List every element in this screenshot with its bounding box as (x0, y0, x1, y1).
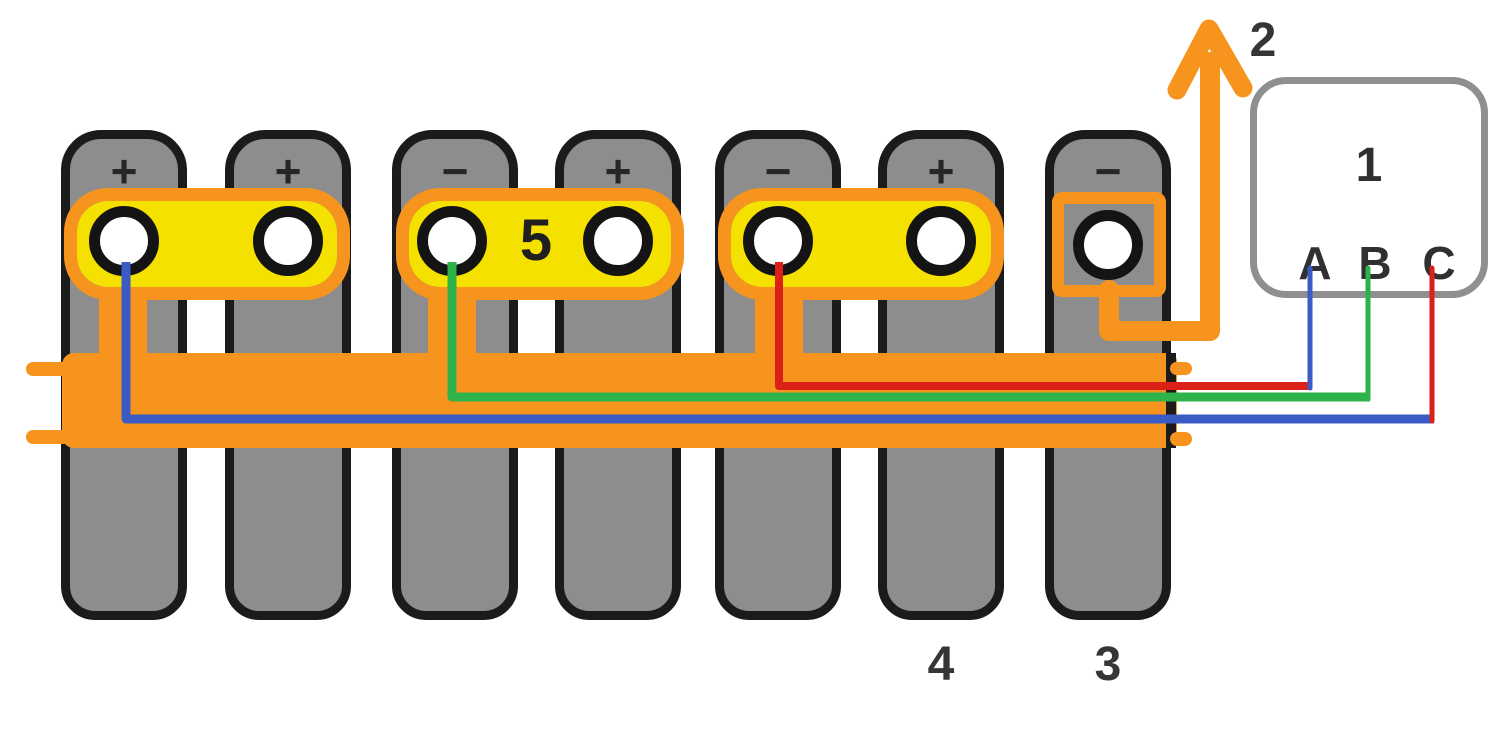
terminal-block-number: 1 (1355, 139, 1383, 192)
terminal-hole-cell1 (89, 206, 159, 276)
terminal-hole-cell3 (417, 206, 487, 276)
cell2-polarity-label: + (274, 145, 302, 197)
busbar-number-label: 5 (519, 208, 553, 273)
cell5-polarity-label: − (764, 145, 792, 197)
cell6-polarity-label: + (927, 145, 955, 197)
terminal-hole-cell6 (906, 206, 976, 276)
terminal-pin-c: C (1422, 237, 1456, 289)
terminal-pin-b: B (1358, 237, 1392, 289)
cell4-polarity-label: + (604, 145, 632, 197)
terminal-hole-cell4 (583, 206, 653, 276)
terminal-pin-a: A (1298, 237, 1332, 289)
band-tab-left-top (26, 362, 70, 376)
arrow-number-label: 2 (1249, 14, 1277, 67)
band-tab-left-bottom (26, 430, 70, 444)
cell1-polarity-label: + (110, 145, 138, 197)
terminal-hole-cell2 (253, 206, 323, 276)
cell7-polarity-label: − (1094, 145, 1122, 197)
busbar-leg-1 (99, 296, 147, 358)
terminal-hole-cell5 (743, 206, 813, 276)
cell7-number-label: 3 (1094, 638, 1122, 691)
up-arrow-icon (1167, 19, 1253, 100)
orange-power-band (62, 353, 1177, 448)
band-tab-right-top (1170, 362, 1192, 375)
cell3-polarity-label: − (441, 145, 469, 197)
band-tab-right-bottom (1170, 432, 1192, 446)
cell6-number-label: 4 (927, 638, 955, 691)
terminal-block: 1 A B C (1250, 77, 1488, 298)
busbar-leg-2 (428, 296, 476, 358)
busbar-leg-3 (755, 296, 803, 358)
terminal-hole-cell7 (1073, 210, 1143, 280)
